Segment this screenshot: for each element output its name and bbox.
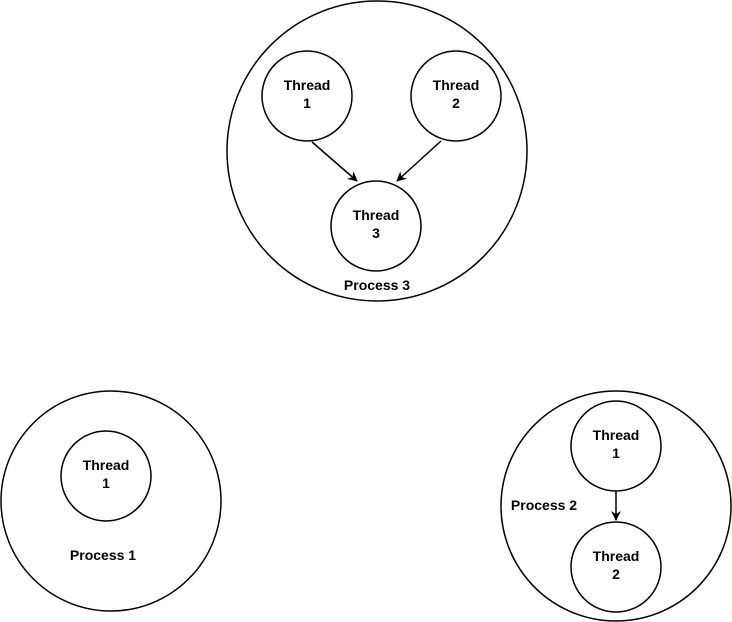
- process-1-thread-1[interactable]: Thread 1: [60, 430, 152, 522]
- thread-word: Thread: [593, 427, 640, 443]
- thread-circle: [60, 430, 152, 522]
- process-2-thread-1[interactable]: Thread 1: [570, 400, 662, 492]
- process-2-label: Process 2: [511, 497, 577, 513]
- thread-circle: [570, 521, 662, 613]
- process-3-thread-2[interactable]: Thread 2: [410, 50, 502, 142]
- thread-number: 1: [102, 475, 110, 491]
- thread-number: 1: [612, 445, 620, 461]
- process-3-label: Process 3: [344, 277, 410, 293]
- thread-number: 2: [452, 95, 460, 111]
- process-2[interactable]: Process 2 Thread 1 Thread 2: [500, 390, 732, 622]
- process-3[interactable]: Process 3 Thread 1 Thread 2 Thread 3: [226, 0, 528, 302]
- thread-word: Thread: [433, 77, 480, 93]
- process-2-thread-2[interactable]: Thread 2: [570, 521, 662, 613]
- arrow-thread1-to-thread3: [311, 141, 358, 182]
- thread-number: 3: [372, 225, 380, 241]
- process-1-label: Process 1: [70, 547, 136, 563]
- process-3-thread-3[interactable]: Thread 3: [330, 180, 422, 272]
- thread-number: 1: [303, 95, 311, 111]
- process-3-thread-1[interactable]: Thread 1: [261, 50, 353, 142]
- thread-circle: [261, 50, 353, 142]
- thread-word: Thread: [284, 77, 331, 93]
- thread-word: Thread: [83, 457, 130, 473]
- thread-circle: [410, 50, 502, 142]
- thread-word: Thread: [353, 207, 400, 223]
- process-1[interactable]: Process 1 Thread 1: [0, 390, 222, 612]
- arrow-thread2-to-thread3: [396, 140, 442, 182]
- thread-word: Thread: [593, 548, 640, 564]
- thread-circle: [330, 180, 422, 272]
- thread-number: 2: [612, 566, 620, 582]
